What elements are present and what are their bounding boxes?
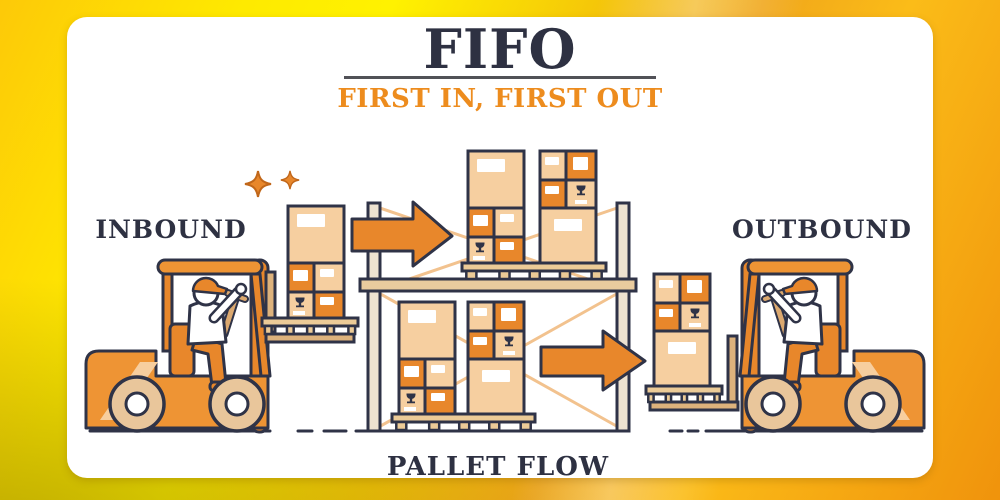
outbound-arrow-right-icon bbox=[539, 329, 647, 392]
inbound-forklift bbox=[86, 206, 360, 432]
pallet-flow-label: PALLET FLOW bbox=[386, 452, 610, 482]
inbound-arrow-right-icon bbox=[350, 200, 454, 268]
outbound-boxes bbox=[654, 274, 710, 386]
page-title: FIFO bbox=[423, 17, 577, 81]
rack-post-right bbox=[615, 201, 631, 433]
sparkles-icon bbox=[244, 170, 300, 198]
outbound-label: OUTBOUND bbox=[732, 215, 912, 244]
fork-upright bbox=[726, 334, 739, 404]
rack-bottom-right-boxes bbox=[468, 302, 524, 414]
rack-top-left-boxes bbox=[468, 151, 524, 263]
inbound-boxes bbox=[288, 206, 344, 318]
rack-post-left bbox=[366, 201, 382, 433]
outbound-pallet bbox=[644, 384, 724, 404]
rack-top-right-boxes bbox=[540, 151, 596, 263]
rack-shelf-beam bbox=[358, 277, 638, 293]
storage-rack bbox=[358, 151, 638, 433]
rack-bottom-left-boxes bbox=[399, 302, 455, 414]
title-divider bbox=[344, 76, 656, 79]
subtitle: FIRST IN, FIRST OUT bbox=[337, 84, 663, 114]
rack-bottom-pallet bbox=[392, 414, 535, 430]
inbound-label: INBOUND bbox=[95, 215, 247, 244]
outbound-forklift bbox=[644, 260, 924, 432]
fork-blade bbox=[648, 400, 740, 412]
